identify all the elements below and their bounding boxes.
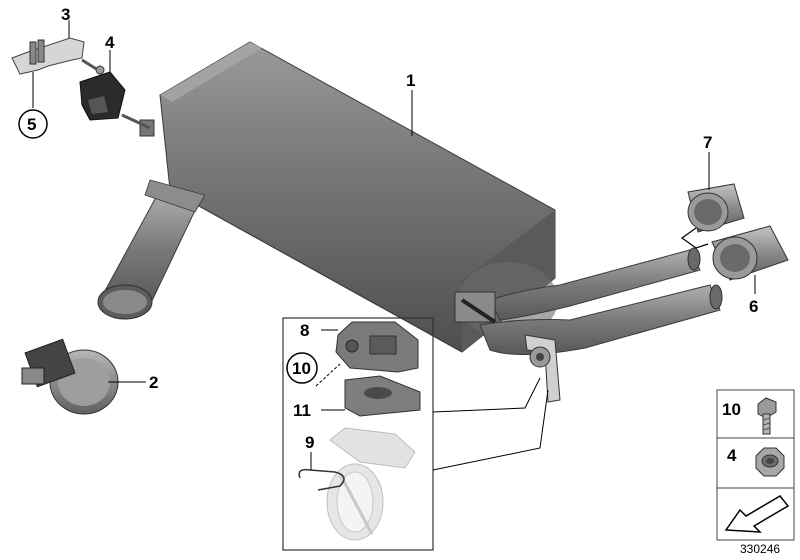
callout-valve-actuator: 8 bbox=[300, 321, 309, 340]
callout-actuator-note: 10 bbox=[292, 359, 311, 378]
rubber-mount bbox=[79, 71, 126, 121]
wire-clip bbox=[298, 468, 345, 491]
callout-muffler: 1 bbox=[406, 71, 415, 90]
callout-bracket: 3 bbox=[61, 5, 70, 24]
direction-arrow-icon bbox=[724, 495, 790, 533]
leader-lines bbox=[32, 20, 756, 470]
callout-tailpipe-left: 7 bbox=[703, 133, 712, 152]
valve-bracket bbox=[524, 334, 561, 403]
diagram-id: 330246 bbox=[740, 542, 780, 556]
inlet-pipe bbox=[97, 179, 206, 320]
callout-bracket-note: 5 bbox=[27, 115, 36, 134]
callout-circle-bracket-note bbox=[18, 109, 48, 139]
legend-bolt-number: 10 bbox=[722, 400, 741, 419]
actuator-mount-on-muffler bbox=[454, 291, 497, 324]
callout-circle-actuator-note bbox=[286, 352, 318, 384]
tailpipe-6 bbox=[711, 225, 789, 281]
tailpipe-7 bbox=[687, 183, 745, 233]
callout-clamp: 2 bbox=[149, 373, 158, 392]
callout-rubber-mount: 4 bbox=[105, 33, 115, 52]
clamp bbox=[21, 338, 119, 415]
legend: 10 4 bbox=[716, 389, 795, 541]
detail-box bbox=[282, 317, 549, 551]
legend-nut-number: 4 bbox=[727, 446, 737, 465]
callout-wire-clip: 9 bbox=[305, 433, 314, 452]
bracket bbox=[11, 37, 105, 75]
ghost-throttle bbox=[326, 427, 416, 541]
valve-actuator bbox=[335, 321, 419, 373]
callout-tailpipe-right: 6 bbox=[749, 297, 758, 316]
muffler-hanger bbox=[121, 113, 155, 137]
tailpipe-arrow bbox=[680, 227, 709, 249]
callouts: 1 2 3 4 5 6 7 8 9 10 11 bbox=[18, 5, 758, 452]
callout-actuator-plate: 11 bbox=[293, 401, 311, 420]
bolt-icon bbox=[757, 397, 777, 435]
actuator-plate bbox=[344, 375, 421, 417]
nut-icon bbox=[755, 447, 785, 477]
